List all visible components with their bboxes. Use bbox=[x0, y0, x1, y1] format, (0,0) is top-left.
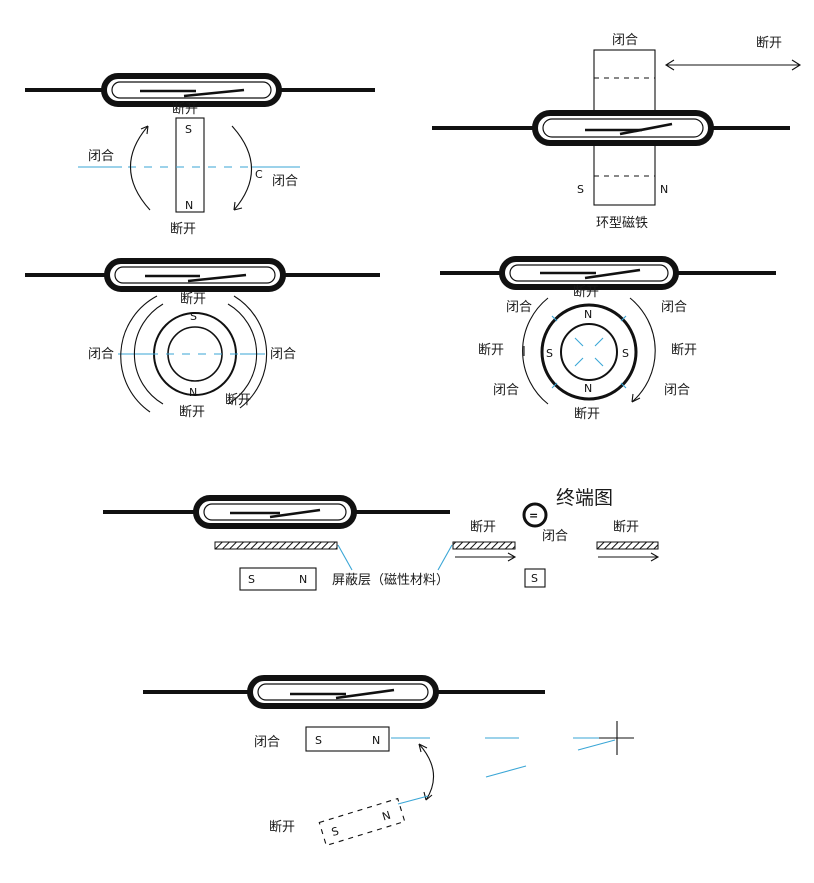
label-open: 断开 bbox=[573, 285, 599, 300]
pole-north: N bbox=[660, 183, 668, 196]
rotation-arc bbox=[130, 125, 151, 211]
glass-tube bbox=[532, 110, 714, 146]
label-open: 断开 bbox=[574, 407, 600, 422]
ring-magnet-outer bbox=[540, 303, 638, 401]
reed-contact bbox=[619, 122, 673, 136]
shield-plate bbox=[214, 541, 338, 550]
label-open: 断开 bbox=[180, 292, 206, 307]
pole-south: S bbox=[622, 347, 629, 360]
bar-magnet bbox=[239, 567, 317, 591]
rotation-arc bbox=[231, 125, 252, 211]
label-open: 断开 bbox=[478, 343, 504, 358]
label-open: 断开 bbox=[470, 520, 496, 535]
label-open: 断开 bbox=[613, 520, 639, 535]
label-closed: 闭合 bbox=[88, 347, 114, 362]
glass-tube bbox=[247, 675, 439, 709]
pole-south: S bbox=[185, 123, 192, 136]
label-open: 断开 bbox=[179, 405, 205, 420]
shield-caption: 屏蔽层（磁性材料） bbox=[332, 573, 449, 588]
svg-text:S: S bbox=[330, 825, 340, 839]
pole-north: N bbox=[584, 308, 592, 321]
label-open: 断开 bbox=[172, 102, 198, 117]
svg-text:N: N bbox=[381, 809, 393, 824]
rotation-arc bbox=[522, 297, 549, 405]
label-open: 断开 bbox=[170, 222, 196, 237]
bar-magnet bbox=[305, 726, 390, 752]
pole-north: N bbox=[372, 734, 380, 747]
ring-magnet-inner bbox=[560, 323, 618, 381]
label-closed: 闭合 bbox=[88, 149, 114, 164]
reed-contact bbox=[584, 268, 641, 280]
pole-north: N bbox=[185, 199, 193, 212]
arrowhead bbox=[140, 125, 149, 135]
label-open: 断开 bbox=[756, 36, 782, 51]
reed-contact bbox=[335, 688, 395, 700]
label-closed: 闭合 bbox=[506, 300, 532, 315]
pole-south: S bbox=[531, 572, 538, 585]
panel-bar-magnet-side: 断开 S N 断开 闭合 闭合 C bbox=[25, 73, 375, 237]
label-closed: 闭合 bbox=[493, 383, 519, 398]
label-open: 断开 bbox=[269, 820, 295, 835]
small-magnet bbox=[524, 568, 546, 588]
shield-plate bbox=[596, 541, 659, 550]
pole-south: S bbox=[577, 183, 584, 196]
panel-quad-pole-ring: 断开 N N S S 闭合 闭合 断开 断开 闭合 闭合 断开 bbox=[440, 256, 776, 422]
label-closed: 闭合 bbox=[664, 383, 690, 398]
pole-south: S bbox=[190, 310, 197, 323]
pole-south: S bbox=[248, 573, 255, 586]
end-view-title: 终端图 bbox=[556, 487, 613, 509]
svg-text:=: = bbox=[529, 509, 538, 522]
pole-south: S bbox=[315, 734, 322, 747]
swing-arc bbox=[418, 743, 435, 801]
pole-north: N bbox=[584, 382, 592, 395]
shield-plate bbox=[452, 541, 516, 550]
label-closed: 闭合 bbox=[542, 529, 568, 544]
label-closed: 闭合 bbox=[270, 347, 296, 362]
label-closed: 闭合 bbox=[272, 174, 298, 189]
label-open: 断开 bbox=[225, 393, 251, 408]
reed-contact bbox=[269, 508, 321, 519]
panel-swing-magnet: S N 闭合 S N 断开 bbox=[143, 675, 634, 847]
ring-magnet-caption: 环型磁铁 bbox=[596, 216, 648, 231]
label-closed: 闭合 bbox=[612, 33, 638, 48]
c-mark: C bbox=[255, 168, 263, 181]
magnet-dashed-position: S N bbox=[318, 797, 406, 847]
panel-ring-magnet-slide: 闭合 S N 环型磁铁 断开 bbox=[432, 33, 802, 231]
pole-south: S bbox=[546, 347, 553, 360]
label-open: 断开 bbox=[671, 343, 697, 358]
end-view-symbol bbox=[522, 502, 548, 528]
label-closed: 闭合 bbox=[254, 735, 280, 750]
bar-magnet bbox=[175, 117, 205, 213]
label-closed: 闭合 bbox=[661, 300, 687, 315]
ring-magnet-inner bbox=[167, 326, 223, 382]
reed-contact bbox=[183, 88, 245, 98]
panel-shield: 断开 断开 = 终端图 闭合 S N 屏蔽层（磁性材料） S bbox=[103, 487, 660, 591]
reed-contact bbox=[187, 273, 247, 283]
arrowhead bbox=[233, 201, 243, 211]
panel-ring-magnet-rotate: 断开 S N 闭合 闭合 断开 断开 bbox=[25, 258, 380, 420]
pole-north: N bbox=[189, 386, 197, 399]
pole-north: N bbox=[299, 573, 307, 586]
rotation-arc bbox=[133, 303, 164, 405]
